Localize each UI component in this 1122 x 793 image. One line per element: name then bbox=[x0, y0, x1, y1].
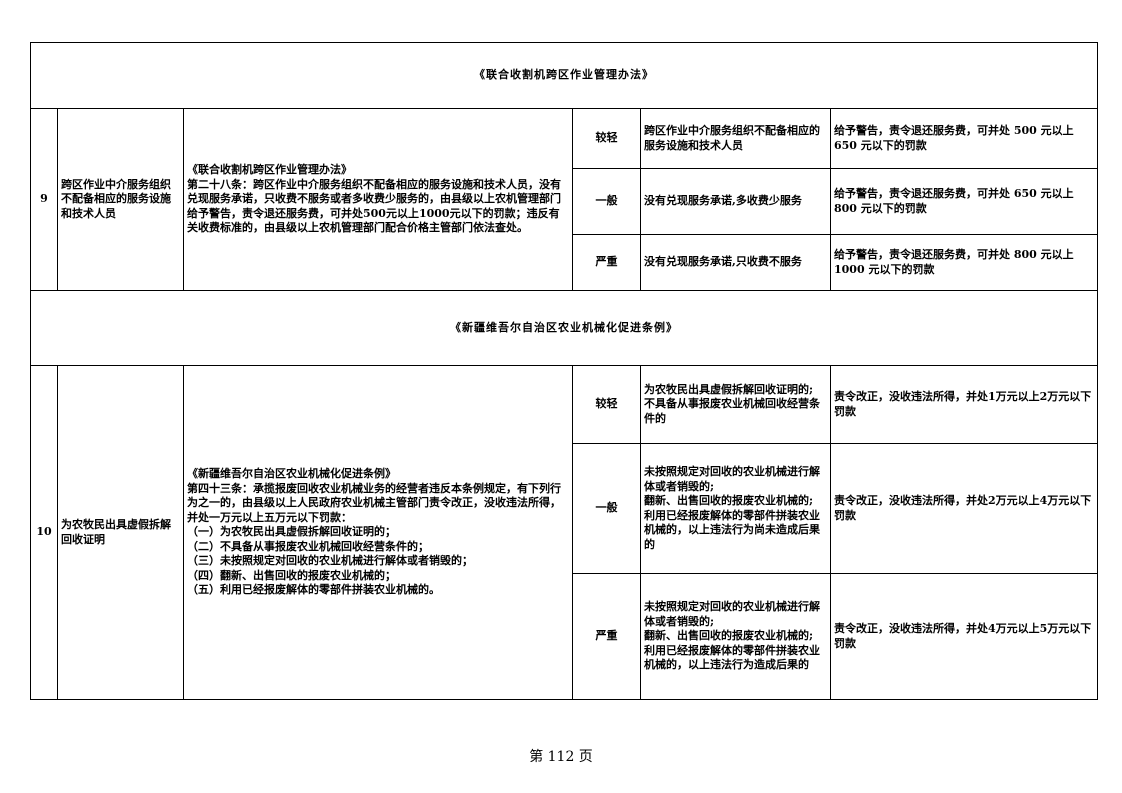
penalty-standard: 责令改正，没收违法所得，并处4万元以上5万元以下罚款 bbox=[829, 573, 1099, 700]
basis-line: （四）翻新、出售回收的报废农业机械的； bbox=[187, 568, 396, 582]
basis-line: （一）为农牧民出具虚假拆解回收证明的； bbox=[187, 525, 396, 539]
section-title-row: 《新疆维吾尔自治区农业机械化促进条例》 bbox=[29, 290, 1099, 366]
entry-number: 10 bbox=[30, 365, 58, 700]
penalty-standard: 给予警告，责令退还服务费，可并处 500 元以上 650 元以下的罚款 bbox=[829, 108, 1099, 169]
circumstance-line: 为农牧民出具虚假拆解回收证明的; bbox=[644, 382, 814, 396]
page-number: 第 112 页 bbox=[529, 749, 593, 765]
table-row: 一般 未按照规定对回收的农业机械进行解体或者销毁的; 翻新、出售回收的报废农业机… bbox=[31, 443, 1099, 574]
table-row: 严重 未按照规定对回收的农业机械进行解体或者销毁的; 翻新、出售回收的报废农业机… bbox=[31, 573, 1099, 700]
table-row: 9 跨区作业中介服务组织不配备相应的服务设施和技术人员 《联合收割机跨区作业管理… bbox=[30, 108, 1099, 291]
basis-line: 《新疆维吾尔自治区农业机械化促进条例》 bbox=[187, 467, 396, 481]
basis-line: 《联合收割机跨区作业管理办法》 bbox=[187, 163, 352, 177]
severity-level: 严重 bbox=[572, 234, 641, 291]
circumstance-line: 跨区作业中介服务组织不配备相应的服务设施和技术人员 bbox=[644, 124, 820, 152]
circumstance-line: 利用已经报废解体的零部件拼装农业机械的，以上违法行为造成后果的 bbox=[644, 643, 820, 672]
section-title-row: 《联合收割机跨区作业管理办法》 bbox=[29, 42, 1099, 109]
circumstance-line: 未按照规定对回收的农业机械进行解体或者销毁的; bbox=[644, 465, 820, 493]
basis-line: 第四十三条：承揽报废回收农业机械业务的经营者违反本条例规定，有下列行为之一的，由… bbox=[187, 481, 561, 524]
severity-level: 严重 bbox=[572, 573, 641, 700]
table-row: 10 为农牧民出具虚假拆解回收证明 《新疆维吾尔自治区农业机械化促进条例》 第四… bbox=[30, 365, 1099, 700]
violation-item: 为农牧民出具虚假拆解回收证明 bbox=[57, 365, 184, 700]
circumstance-line: 翻新、出售回收的报废农业机械的; bbox=[644, 629, 814, 643]
basis-line: （五）利用已经报废解体的零部件拼装农业机械的。 bbox=[187, 583, 440, 597]
violation-circumstance: 未按照规定对回收的农业机械进行解体或者销毁的; 翻新、出售回收的报废农业机械的;… bbox=[640, 443, 831, 574]
circumstance-line: 利用已经报废解体的零部件拼装农业机械的，以上违法行为尚未造成后果的 bbox=[644, 508, 820, 551]
circumstance-line: 未按照规定对回收的农业机械进行解体或者销毁的; bbox=[644, 600, 820, 628]
basis-line: （三）未按照规定对回收的农业机械进行解体或者销毁的； bbox=[187, 554, 473, 568]
penalty-standard: 责令改正，没收违法所得，并处1万元以上2万元以下罚款 bbox=[829, 365, 1099, 444]
violation-circumstance: 没有兑现服务承诺,只收费不服务 bbox=[640, 234, 831, 291]
section-title: 《联合收割机跨区作业管理办法》 bbox=[29, 42, 1099, 109]
basis-line: （二）不具备从事报废农业机械回收经营条件的； bbox=[187, 539, 429, 553]
severity-level: 一般 bbox=[572, 168, 641, 235]
basis-line: 第二十八条：跨区作业中介服务组织不配备相应的服务设施和技术人员，没有兑现服务承诺… bbox=[187, 177, 561, 235]
penalty-standard: 给予警告，责令退还服务费，可并处 800 元以上 1000 元以下的罚款 bbox=[829, 234, 1099, 291]
penalty-standard: 责令改正，没收违法所得，并处2万元以上4万元以下罚款 bbox=[829, 443, 1099, 574]
legal-basis: 《联合收割机跨区作业管理办法》 第二十八条：跨区作业中介服务组织不配备相应的服务… bbox=[183, 108, 573, 291]
violation-circumstance: 为农牧民出具虚假拆解回收证明的; 不具备从事报废农业机械回收经营条件的 bbox=[640, 365, 831, 444]
circumstance-line: 没有兑现服务承诺,只收费不服务 bbox=[644, 255, 802, 269]
entry-number: 9 bbox=[30, 108, 58, 291]
severity-level: 较轻 bbox=[572, 108, 641, 169]
severity-level: 较轻 bbox=[572, 365, 641, 444]
penalty-standard: 给予警告，责令退还服务费，可并处 650 元以上 800 元以下的罚款 bbox=[829, 168, 1099, 235]
circumstance-line: 不具备从事报废农业机械回收经营条件的 bbox=[644, 397, 820, 425]
violation-item: 跨区作业中介服务组织不配备相应的服务设施和技术人员 bbox=[57, 108, 184, 291]
severity-level: 一般 bbox=[572, 443, 641, 574]
table-row: 一般 没有兑现服务承诺,多收费少服务 给予警告，责令退还服务费，可并处 650 … bbox=[31, 168, 1099, 235]
violation-circumstance: 未按照规定对回收的农业机械进行解体或者销毁的; 翻新、出售回收的报废农业机械的;… bbox=[640, 573, 831, 700]
circumstance-line: 翻新、出售回收的报废农业机械的; bbox=[644, 494, 814, 507]
table-row: 严重 没有兑现服务承诺,只收费不服务 给予警告，责令退还服务费，可并处 800 … bbox=[31, 234, 1099, 291]
legal-basis: 《新疆维吾尔自治区农业机械化促进条例》 第四十三条：承揽报废回收农业机械业务的经… bbox=[183, 365, 573, 700]
penalty-standard-table: 《联合收割机跨区作业管理办法》 9 跨区作业中介服务组织不配备相应的服务设施和技… bbox=[29, 42, 1099, 700]
violation-circumstance: 跨区作业中介服务组织不配备相应的服务设施和技术人员 bbox=[640, 108, 831, 169]
violation-circumstance: 没有兑现服务承诺,多收费少服务 bbox=[640, 168, 831, 235]
circumstance-line: 没有兑现服务承诺,多收费少服务 bbox=[644, 194, 802, 208]
section-title: 《新疆维吾尔自治区农业机械化促进条例》 bbox=[29, 290, 1099, 366]
